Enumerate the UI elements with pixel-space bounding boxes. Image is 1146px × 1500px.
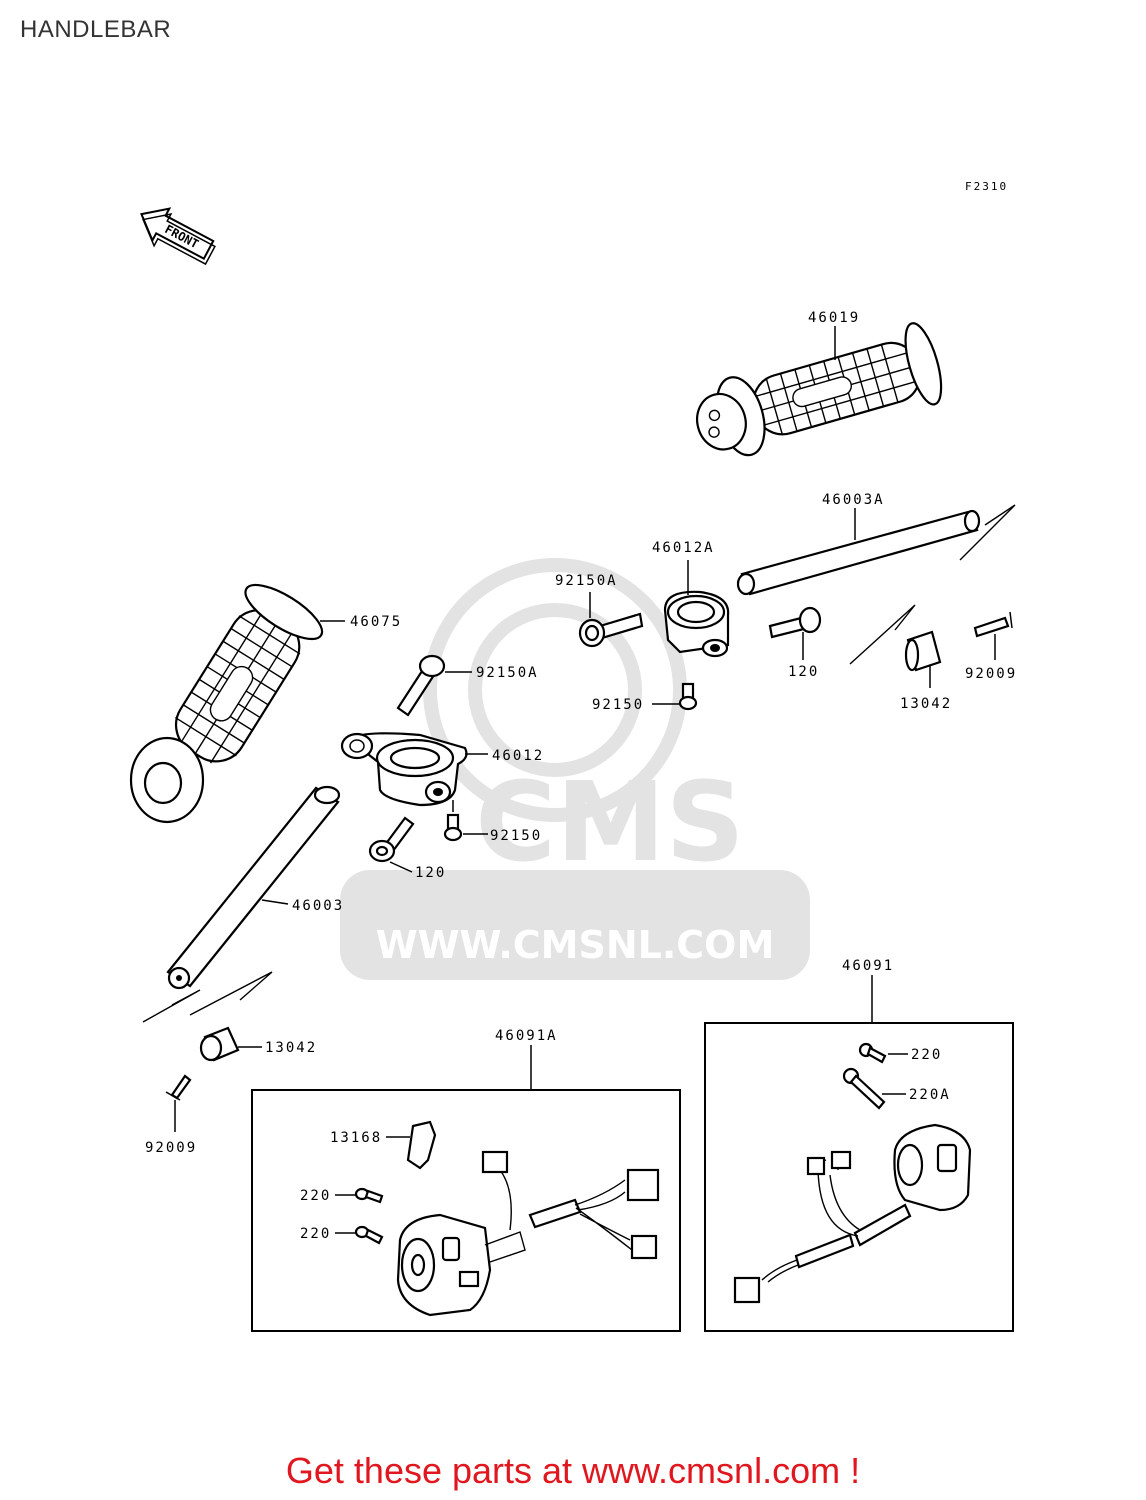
right-grip [696,322,943,457]
right-clamp [663,590,730,658]
label-46091A: 46091A [495,1028,558,1044]
screw-92150-top [678,682,698,711]
right-switch-wiring [733,1150,912,1304]
screw-220-b [354,1225,384,1245]
bolt-120-top [768,606,822,639]
box-46091 [704,1022,1014,1332]
right-switch-housing [893,1123,972,1212]
watermark-url: WWW.CMSNL.COM [376,923,775,967]
label-46003A: 46003A [822,492,885,508]
switch-part-13168 [406,1120,437,1170]
label-92150-top: 92150 [592,697,644,713]
screw-220-a [354,1187,384,1204]
label-220-a: 220 [300,1188,331,1204]
label-120-mid: 120 [415,865,446,881]
label-92150A-mid: 92150A [476,665,539,681]
label-92150A-top: 92150A [555,573,618,589]
left-switch-wiring [481,1150,660,1260]
figure-code: F2310 [965,180,1008,193]
leader-120-mid [389,861,413,873]
label-13042-top: 13042 [900,696,952,712]
label-46012: 46012 [492,748,544,764]
label-13168: 13168 [330,1130,382,1146]
front-arrow: FRONT [140,207,216,266]
screw-92009-bottom [165,1074,192,1101]
label-46075: 46075 [350,614,402,630]
screw-220A [842,1067,886,1110]
bolt-120-mid [368,816,415,863]
label-92150-mid: 92150 [490,828,542,844]
leader-46003 [261,899,289,905]
watermark-plate [340,870,810,980]
left-handlebar-pipe [142,785,341,1023]
watermark: CMS WWW.CMSNL.COM [340,558,810,980]
label-46003: 46003 [292,898,344,914]
screw-92150-mid [443,813,463,842]
box-46091A [251,1089,681,1332]
bolt-92150A-top [578,612,644,648]
watermark-brand: CMS [475,758,744,886]
label-46012A: 46012A [652,540,715,556]
label-92009-top: 92009 [965,666,1017,682]
screw-220-c [858,1042,887,1064]
label-220-c: 220 [911,1047,942,1063]
left-clamp [340,732,468,807]
footer-link[interactable]: Get these parts at www.cmsnl.com ! [285,1450,861,1491]
left-switch-housing [396,1213,526,1317]
bar-end-13042-bottom [189,971,273,1062]
watermark-logo-ring [423,558,687,822]
watermark-logo-inner [468,603,642,777]
right-handlebar-pipe [736,504,1016,596]
label-46019: 46019 [808,310,860,326]
bolt-92150A-mid [396,654,446,717]
label-120-top: 120 [788,664,819,680]
label-46091: 46091 [842,958,894,974]
screw-92009-top [973,611,1013,638]
left-grip [129,583,324,824]
label-220A: 220A [909,1087,951,1103]
bar-end-13042-top [849,604,942,672]
label-92009-bottom: 92009 [145,1140,197,1156]
parts-diagram: CMS WWW.CMSNL.COM F2310 FRONT [129,180,1017,1332]
page-title: HANDLEBAR [20,16,172,43]
label-220-b: 220 [300,1226,331,1242]
label-13042-bottom: 13042 [265,1040,317,1056]
